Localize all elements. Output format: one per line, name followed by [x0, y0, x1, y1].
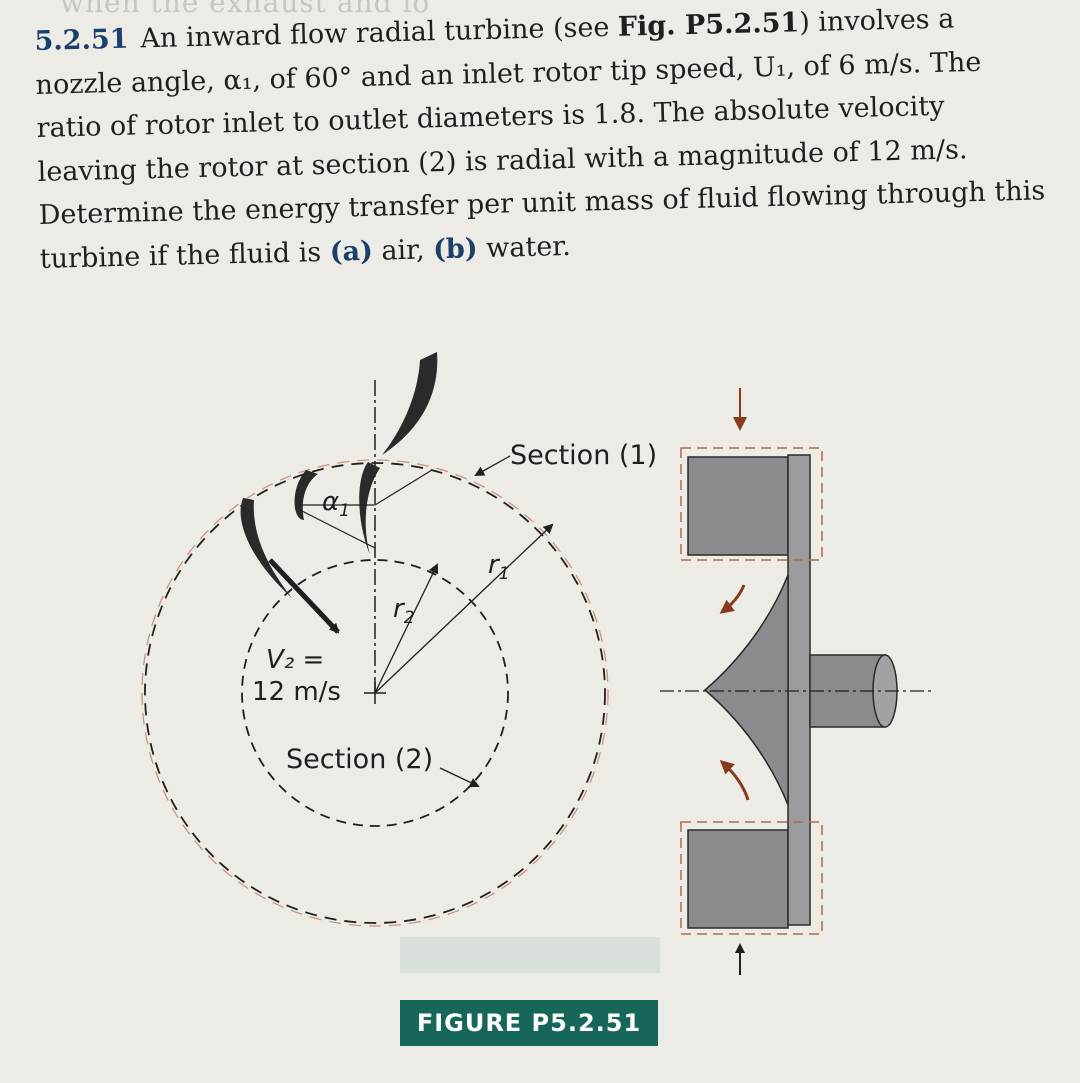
v2-label-line2: 12 m/s [252, 677, 341, 707]
figure-caption: FIGURE P5.2.51 [400, 1000, 658, 1046]
bleed-through-text: when the exhaust and lo [60, 0, 431, 19]
lower-housing [687, 829, 789, 929]
section-1-label: Section (1) [510, 440, 657, 471]
nozzle-vane-top [382, 352, 438, 455]
v2-label-line1: V₂ = [266, 645, 324, 675]
r2-label: r2 [393, 594, 415, 628]
nozzle-vane-2 [294, 470, 318, 520]
alpha-label: α1 [322, 487, 350, 521]
r1-line [374, 523, 554, 694]
rotor-disk [787, 454, 811, 926]
nozzle-vane-3 [240, 498, 292, 598]
bleed-through-box [400, 937, 660, 973]
velocity-arrow [268, 558, 340, 634]
section-2-circle [241, 559, 509, 827]
nozzle-vane-1 [359, 462, 380, 555]
rotor-inlet-circle [141, 459, 609, 927]
upper-housing [687, 456, 789, 556]
r2-line [374, 563, 439, 694]
section-2-label: Section (2) [286, 744, 433, 775]
r1-label: r1 [488, 550, 510, 584]
turbine-side-view [660, 388, 935, 975]
rotor-hub [703, 574, 789, 806]
